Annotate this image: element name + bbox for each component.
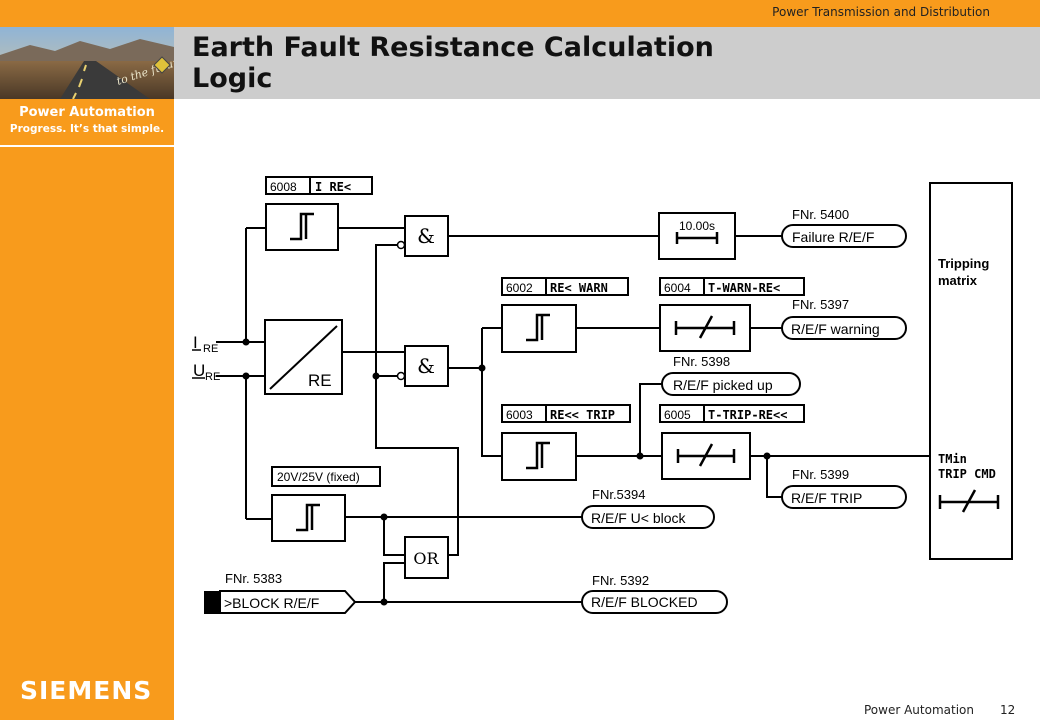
output-trip: R/E/F TRIP [781,485,907,509]
svg-text:RE: RE [203,343,218,355]
fnr-5398: FNr. 5398 [673,354,730,369]
and-gate-2: & [404,345,449,387]
svg-text:>BLOCK R/E/F: >BLOCK R/E/F [224,595,319,611]
threshold-block-6008 [265,203,339,251]
svg-text:20V/25V (fixed): 20V/25V (fixed) [277,470,360,484]
param-6003: 6003 RE<< TRIP [501,404,631,423]
svg-text:RE: RE [205,371,220,383]
svg-text:RE<< TRIP: RE<< TRIP [550,408,615,422]
svg-text:Failure R/E/F: Failure R/E/F [792,229,874,245]
fnr-5399: FNr. 5399 [792,467,849,482]
tripping-matrix: Tripping matrix TMin TRIP CMD [929,182,1013,560]
title-line-1: Earth Fault Resistance Calculation [192,32,714,63]
input-u-re: U RE [192,361,220,383]
tripping-matrix-line1: Tripping [938,256,989,271]
svg-text:6004: 6004 [664,281,691,295]
param-6005: 6005 T-TRIP-RE<< [659,404,805,423]
svg-text:OR: OR [413,549,439,568]
fnr-5383: FNr. 5383 [225,571,282,586]
svg-text:10.00s: 10.00s [679,219,715,233]
param-6002: 6002 RE< WARN [501,277,629,296]
fnr-5400: FNr. 5400 [792,207,849,222]
output-failure: Failure R/E/F [781,224,907,248]
svg-text:6003: 6003 [506,408,533,422]
output-picked-up: R/E/F picked up [661,372,801,396]
threshold-block-6002 [501,304,577,353]
page-title: Earth Fault Resistance Calculation Logic [192,32,714,94]
timer-6004 [659,304,751,352]
svg-text:I RE<: I RE< [315,180,351,194]
svg-text:R/E/F BLOCKED: R/E/F BLOCKED [591,594,698,610]
tripping-matrix-line2: matrix [938,273,978,288]
block-input: >BLOCK R/E/F [204,590,357,614]
svg-text:T-WARN-RE<: T-WARN-RE< [708,281,780,295]
title-line-2: Logic [192,63,273,94]
svg-text:RE< WARN: RE< WARN [550,281,608,295]
page-number: 12 [1000,703,1016,717]
output-warning: R/E/F warning [781,316,907,340]
svg-text:6002: 6002 [506,281,533,295]
svg-text:T-TRIP-RE<<: T-TRIP-RE<< [708,408,787,422]
trip-cmd-line1: TMin [938,452,967,466]
or-gate: OR [404,536,449,579]
re-calculation-block: RE [264,319,343,395]
output-blocked: R/E/F BLOCKED [581,590,728,614]
brand-subtitle: Progress. It’s that simple. [9,123,165,135]
and-gate-1: & [404,215,449,257]
siemens-logo: SIEMENS [20,676,153,705]
input-i-re: I RE [192,333,218,355]
title-bar: Earth Fault Resistance Calculation Logic [174,27,1040,99]
footer-section: Power Automation [864,703,974,717]
svg-text:U: U [193,361,205,380]
fnr-5392: FNr. 5392 [592,573,649,588]
svg-text:R/E/F warning: R/E/F warning [791,321,880,337]
output-u-block: R/E/F U< block [581,505,715,529]
svg-text:RE: RE [308,371,332,390]
svg-text:&: & [417,224,435,248]
svg-text:R/E/F U< block: R/E/F U< block [591,510,687,526]
top-bar: Power Transmission and Distribution [0,0,1040,27]
svg-text:6008: 6008 [270,180,297,194]
division-label: Power Transmission and Distribution [772,5,990,19]
svg-text:6005: 6005 [664,408,691,422]
param-fixed-voltage: 20V/25V (fixed) [271,466,381,487]
timer-10s: 10.00s [658,212,736,260]
trip-cmd-line2: TRIP CMD [938,467,996,481]
svg-text:R/E/F TRIP: R/E/F TRIP [791,490,862,506]
svg-text:&: & [417,354,435,378]
timer-6005 [661,432,751,480]
fnr-5394: FNr.5394 [592,487,645,502]
svg-text:I: I [193,333,198,352]
param-6008: 6008 I RE< [265,176,373,195]
brand-box: Power Automation Progress. It’s that sim… [0,99,174,147]
fnr-5397: FNr. 5397 [792,297,849,312]
header-photo: to the future [0,27,174,99]
svg-text:R/E/F picked up: R/E/F picked up [673,377,773,393]
param-6004: 6004 T-WARN-RE< [659,277,805,296]
brand-title: Power Automation [19,105,155,120]
threshold-block-6003 [501,432,577,481]
threshold-block-voltage [271,494,346,542]
